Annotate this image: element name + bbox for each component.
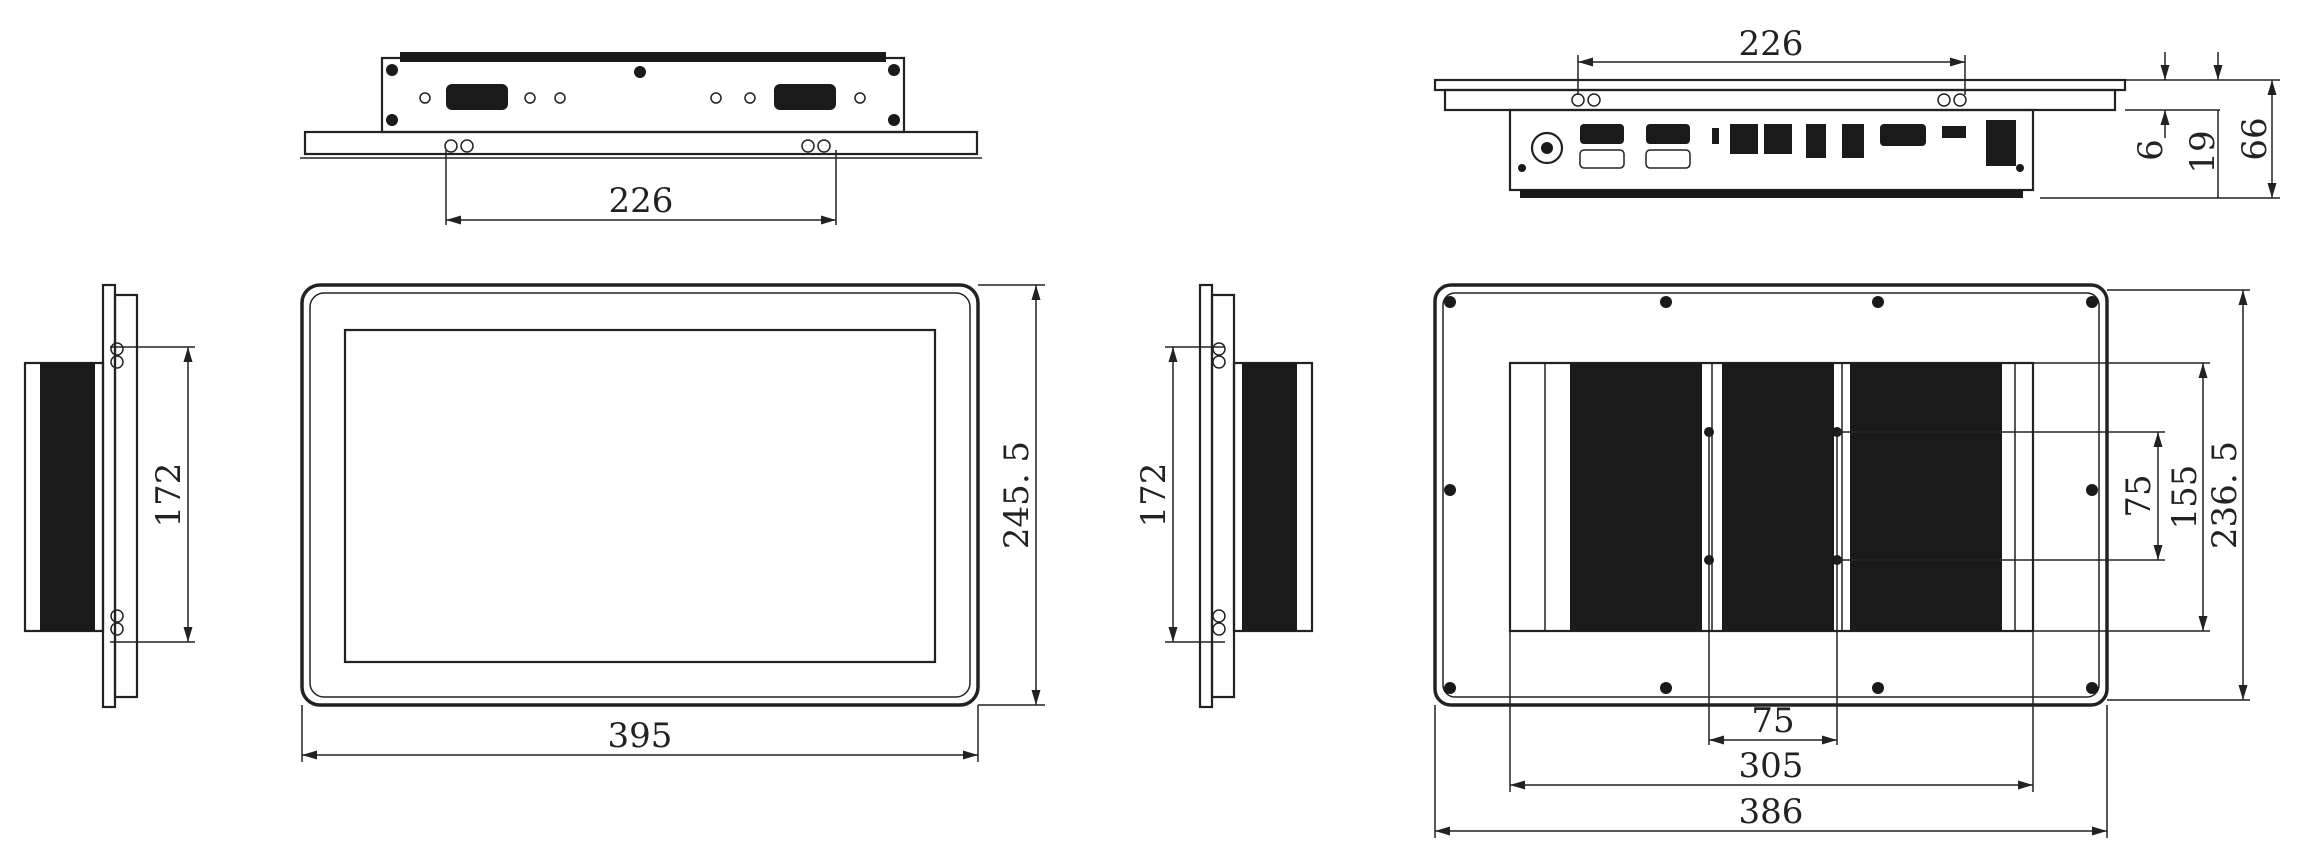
rear-panel bbox=[1433, 283, 2109, 707]
vga-port bbox=[1880, 124, 1926, 146]
dim-front-height: 245. 5 bbox=[997, 441, 1037, 549]
dim-rear-width: 386 bbox=[1739, 792, 1804, 832]
dim-top-view-226: 226 bbox=[609, 181, 674, 221]
rear-edge-view: 226 6 19 66 bbox=[1433, 24, 2280, 199]
right-side-view: 172 bbox=[1134, 283, 1314, 709]
front-view: 245. 5 395 bbox=[300, 283, 1045, 762]
right-side-heatsink bbox=[1242, 363, 1297, 631]
dim-left-side-172: 172 bbox=[149, 463, 189, 528]
power-jack bbox=[1530, 131, 1564, 165]
dim-depth-66: 66 bbox=[2235, 117, 2275, 160]
lan-port bbox=[1730, 124, 1758, 154]
top-view-bezel bbox=[303, 130, 979, 156]
lan-port bbox=[1764, 124, 1792, 154]
dim-vesa-inner-height: 75 bbox=[2119, 474, 2159, 517]
rear-edge-bezel bbox=[1433, 78, 2127, 92]
top-view-fins bbox=[400, 52, 886, 62]
com-port bbox=[1646, 124, 1690, 144]
dim-vesa-outer-height: 155 bbox=[2165, 465, 2205, 530]
dim-depth-19: 19 bbox=[2183, 130, 2223, 173]
com-port bbox=[1580, 124, 1624, 144]
dim-rear-height: 236. 5 bbox=[2205, 441, 2245, 549]
dim-vesa-outer-width: 305 bbox=[1739, 746, 1804, 786]
front-bezel bbox=[300, 283, 980, 707]
usb-port bbox=[1842, 124, 1864, 158]
dim-front-width: 395 bbox=[608, 716, 673, 756]
hdmi-port bbox=[1942, 126, 1966, 138]
usb-port bbox=[1806, 124, 1826, 158]
front-screen bbox=[343, 328, 937, 664]
dim-depth-6: 6 bbox=[2131, 139, 2171, 161]
rear-view: 75 305 386 75 155 236. 5 bbox=[1433, 283, 2250, 838]
dim-right-side-172: 172 bbox=[1134, 463, 1174, 528]
top-view-connector bbox=[446, 84, 508, 110]
left-side-view: 172 bbox=[23, 283, 195, 709]
terminal-block bbox=[1986, 120, 2016, 166]
top-view-connector bbox=[774, 84, 836, 110]
top-view: 226 bbox=[300, 52, 982, 225]
dim-rear-edge-226: 226 bbox=[1739, 24, 1804, 64]
dim-vesa-inner-width: 75 bbox=[1751, 701, 1794, 741]
left-side-heatsink bbox=[40, 363, 95, 631]
